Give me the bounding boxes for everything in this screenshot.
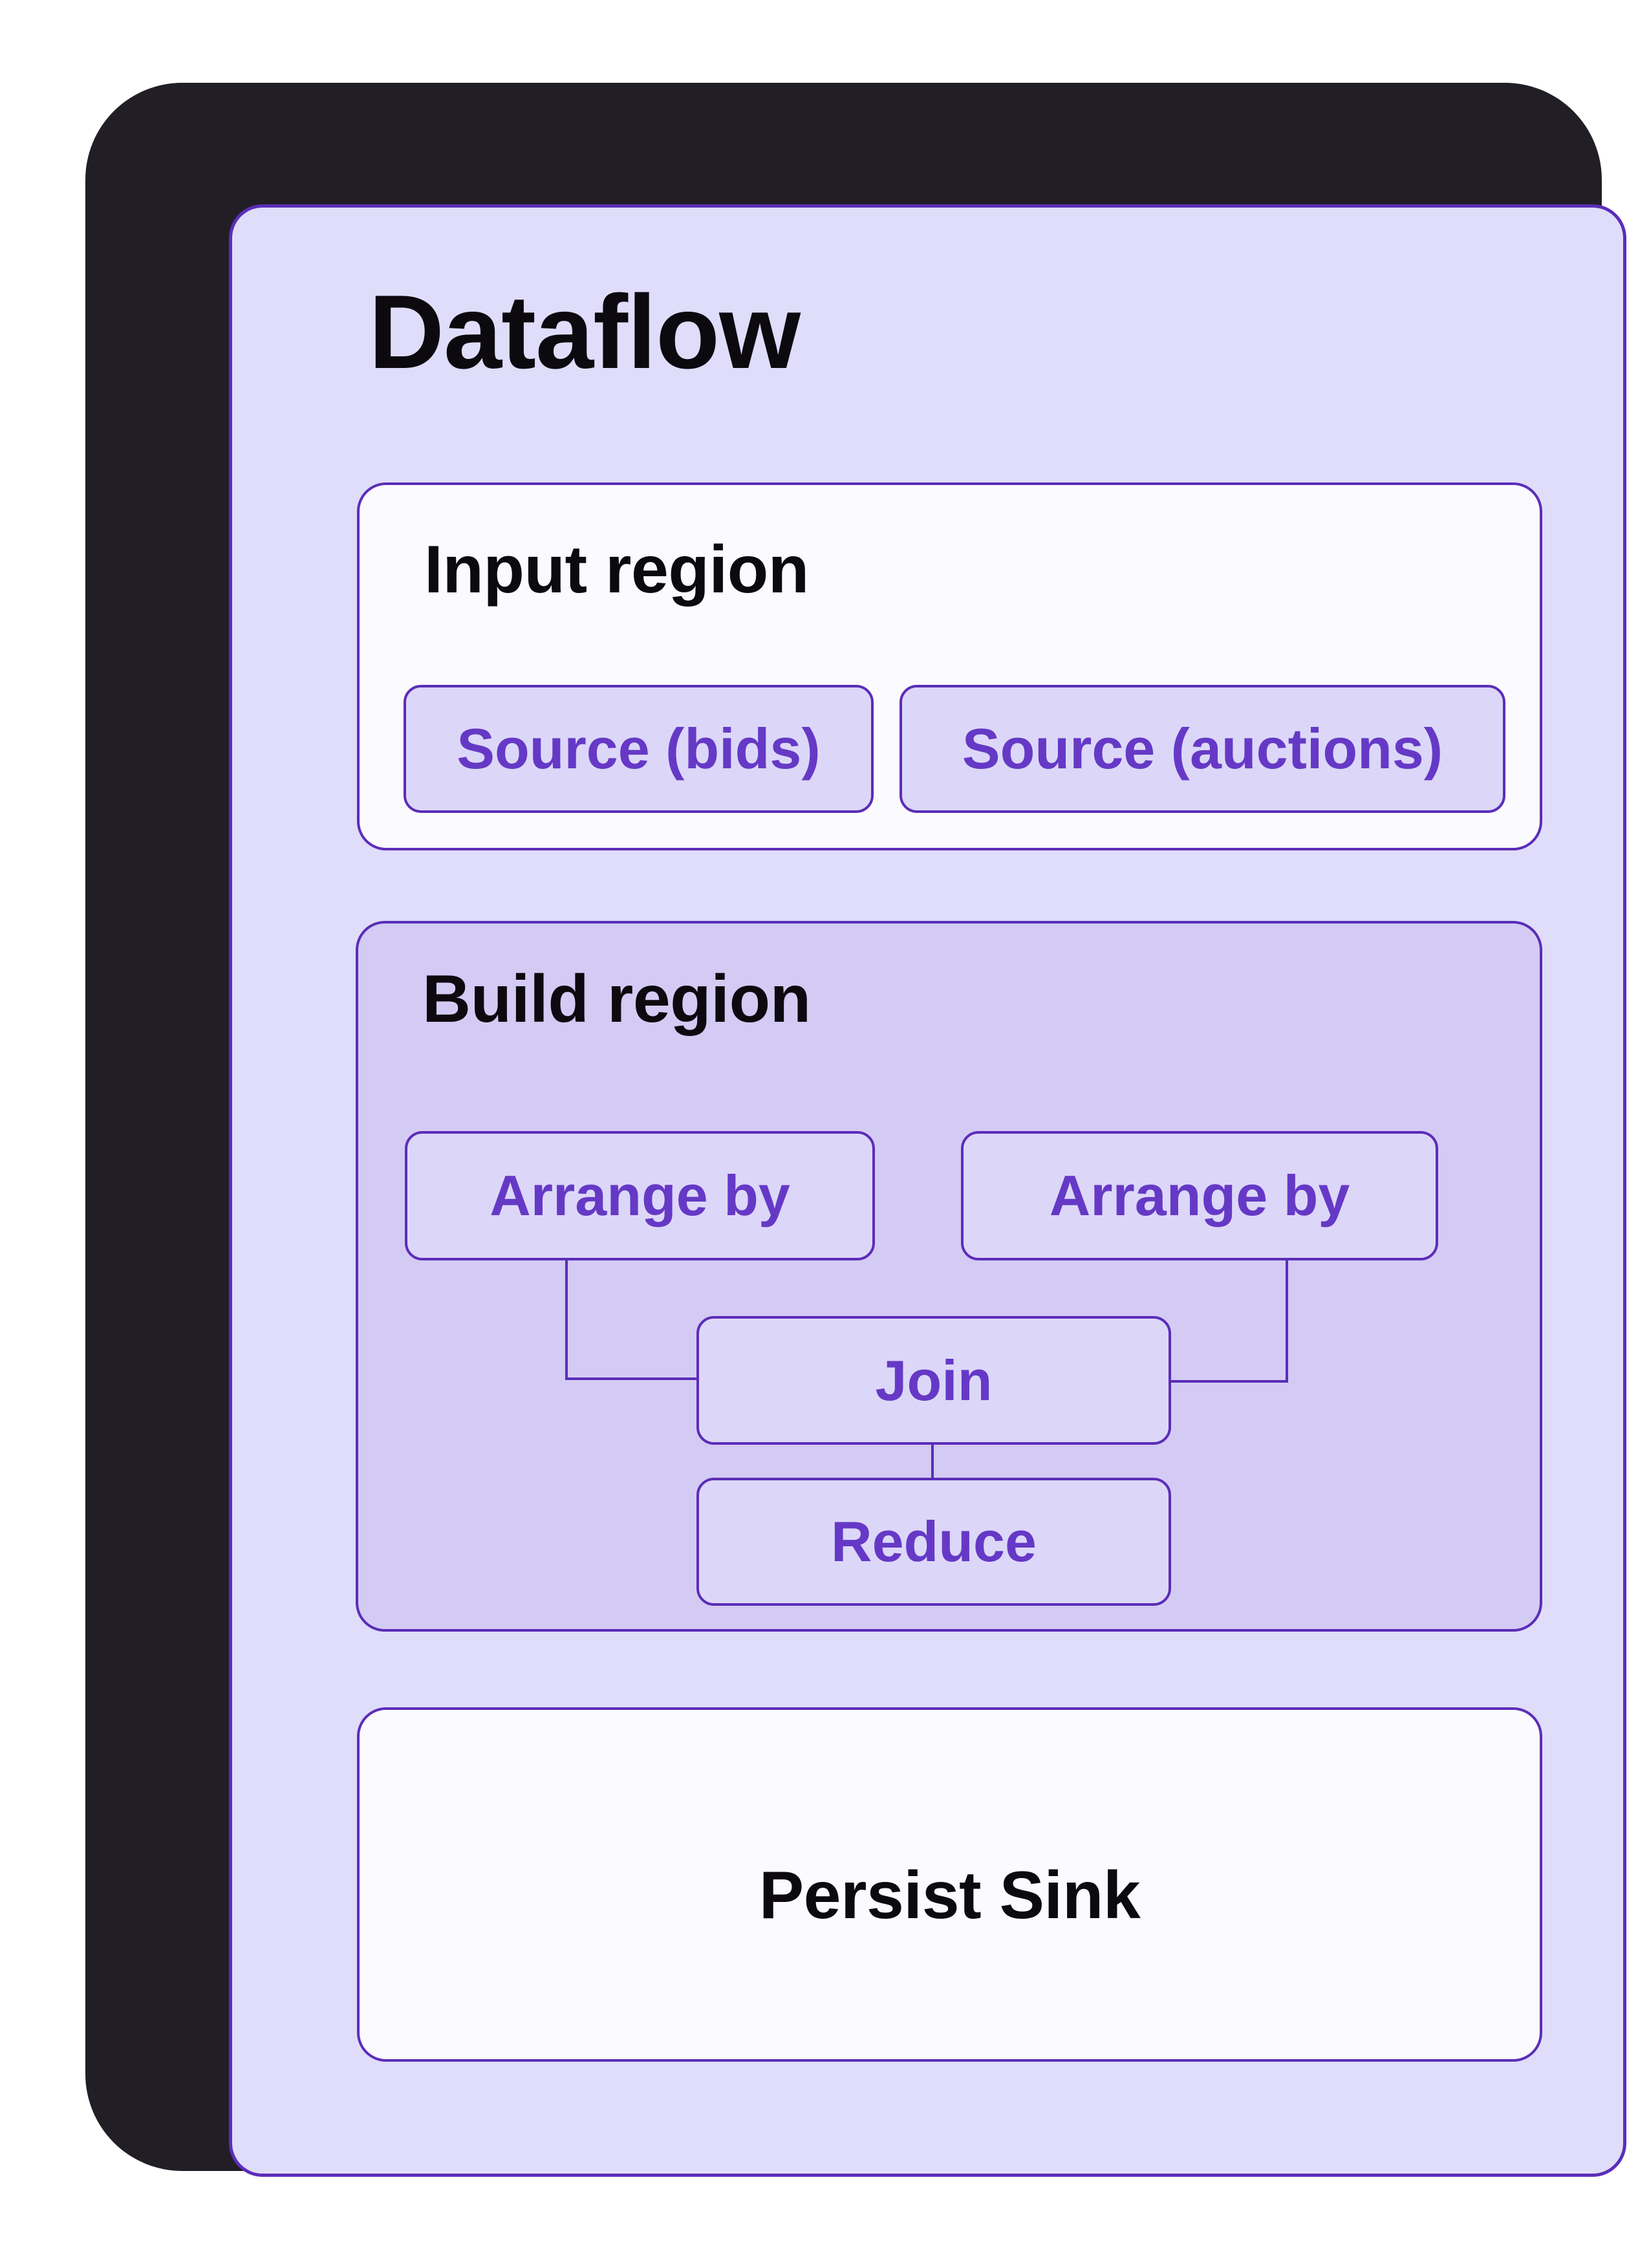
connector-join-to-reduce (931, 1445, 934, 1479)
outer-frame: Dataflow Input region Source (bids) Sour… (85, 83, 1626, 2177)
build-region-label: Build region (422, 962, 811, 1037)
diagram-title: Dataflow (369, 274, 801, 391)
connector-arrange-right-to-join (1171, 1260, 1288, 1383)
input-region-label: Input region (424, 532, 809, 607)
node-join: Join (696, 1316, 1171, 1445)
node-source-bids: Source (bids) (404, 685, 874, 813)
node-arrange-by-right: Arrange by (961, 1131, 1438, 1260)
node-arrange-by-left: Arrange by (405, 1131, 875, 1260)
persist-sink-label: Persist Sink (759, 1858, 1141, 1933)
node-source-auctions: Source (auctions) (900, 685, 1505, 813)
connector-arrange-left-to-join (565, 1260, 696, 1380)
build-region: Build region Arrange by Arrange by Join … (356, 921, 1542, 1632)
node-reduce: Reduce (696, 1478, 1171, 1606)
input-region: Input region Source (bids) Source (aucti… (357, 482, 1542, 850)
dataflow-panel: Dataflow Input region Source (bids) Sour… (229, 204, 1626, 2177)
persist-sink-region: Persist Sink (357, 1707, 1542, 2062)
